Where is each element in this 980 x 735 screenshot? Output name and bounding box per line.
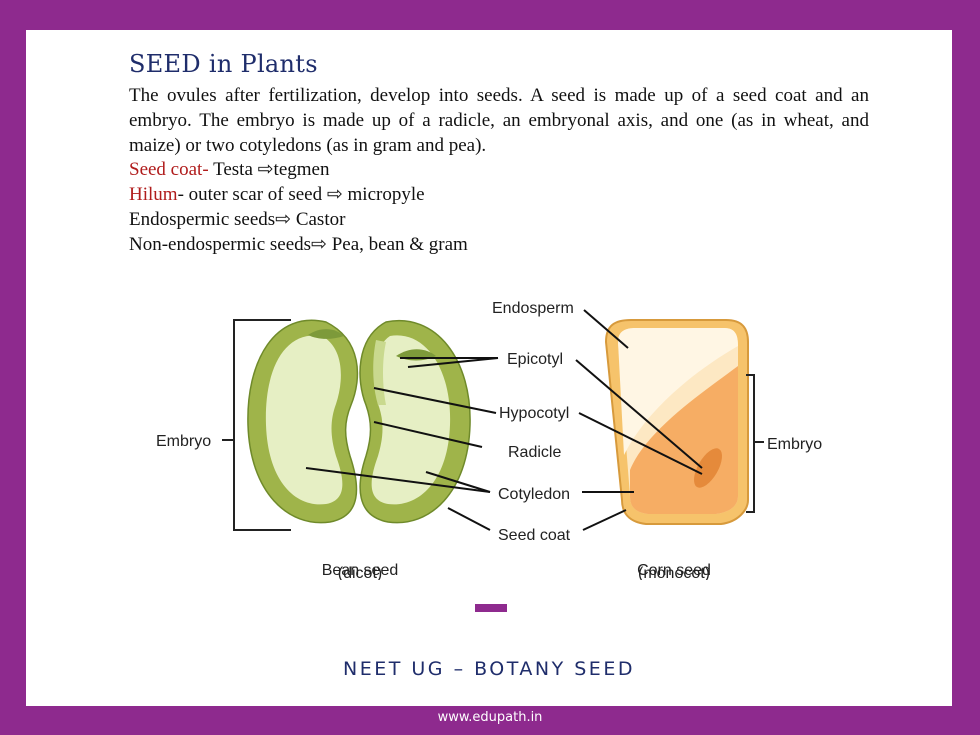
slide-title: SEED in Plants [129, 50, 318, 78]
endospermic-line: Endospermic seeds⇨ Castor [129, 209, 346, 230]
hilum-text: - outer scar of seed ⇨ micropyle [177, 184, 425, 205]
corn-seed [604, 319, 749, 525]
label-radicle: Radicle [508, 444, 561, 461]
bean-seed-left-half [247, 319, 359, 524]
hilum-term: Hilum [129, 184, 178, 205]
label-endosperm: Endosperm [492, 300, 574, 317]
seed-diagram: Endosperm Epicotyl Hypocotyl Radicle Cot… [156, 300, 822, 580]
embryo-bracket-left [222, 319, 291, 531]
caption-corn-line1: Corn seed [637, 562, 711, 579]
seed-coat-line: Seed coat- Testa ⇨tegmen [129, 158, 329, 181]
label-cotyledon: Cotyledon [498, 486, 570, 503]
label-seed-coat: Seed coat [498, 527, 571, 544]
bean-seed-right-half [359, 319, 471, 524]
website-link[interactable]: www.edupath.in [437, 710, 543, 725]
seed-coat-text: Testa ⇨tegmen [208, 159, 330, 180]
caption-bean-line2: (dicot) [338, 565, 382, 580]
hilum-line: Hilum- outer scar of seed ⇨ micropyle [129, 183, 425, 206]
caption-bean-line1: Bean seed [322, 562, 399, 579]
leader-lines [305, 309, 703, 531]
non-endospermic-line: Non-endospermic seeds⇨ Pea, bean & gram [129, 234, 468, 255]
label-embryo-left: Embryo [156, 433, 211, 450]
label-epicotyl: Epicotyl [507, 351, 563, 368]
slide-content: SEED in Plants The ovules after fertiliz… [26, 30, 952, 706]
caption-corn-line2: (monocot) [638, 565, 710, 580]
intro-paragraph: The ovules after fertilization, develop … [129, 85, 869, 156]
footer-title: NEET UG – BOTANY SEED [343, 658, 635, 680]
label-embryo-right: Embryo [767, 436, 822, 453]
embryo-bracket-right [746, 374, 764, 513]
label-hypocotyl: Hypocotyl [499, 405, 569, 422]
seed-coat-term: Seed coat- [129, 159, 209, 180]
accent-bar [475, 604, 507, 612]
